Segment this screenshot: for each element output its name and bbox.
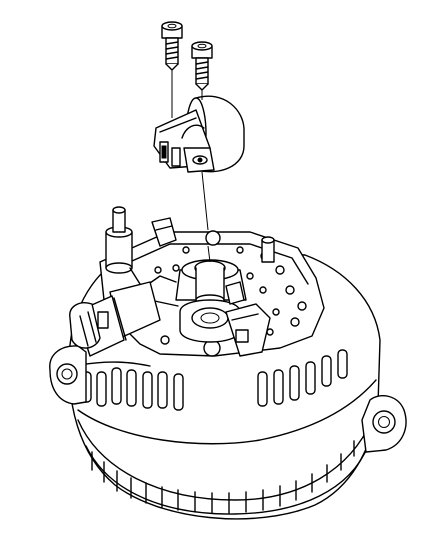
plate-holes [154, 230, 307, 357]
mounting-ear-right [361, 394, 407, 453]
connector [69, 281, 161, 357]
terminal-clip [151, 217, 177, 247]
terminal-post [261, 236, 275, 263]
bearing-boss [179, 299, 241, 343]
alignment-lines [171, 70, 211, 263]
regulator-brush-holder [153, 95, 245, 173]
mounting-ear-left [49, 345, 87, 405]
screw-left [161, 21, 183, 71]
output-terminal [105, 206, 133, 274]
housing-rim [77, 419, 373, 501]
plate-bracket [225, 281, 271, 357]
rear-plate [99, 206, 325, 357]
screw-right [191, 41, 213, 91]
